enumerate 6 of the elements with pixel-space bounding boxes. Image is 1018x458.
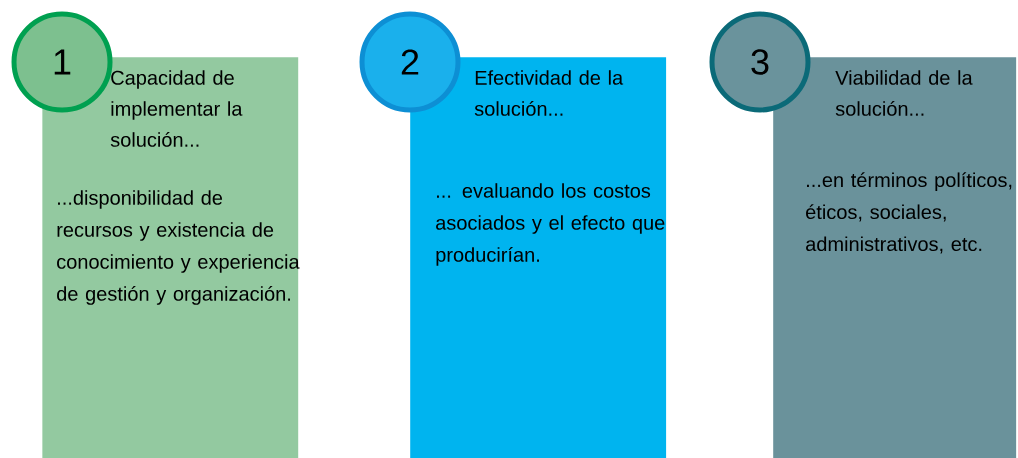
body-text: ...en términos políticos, éticos, sociales, administrativos, etc. <box>806 172 1012 254</box>
heading: Viabilidad de la solución... <box>835 70 973 116</box>
heading: Capacidad de implementar la solución... <box>110 70 243 147</box>
body-text: ...disponibilidad de recursos y existencia de conocimiento y experiencia de gestión y organización. <box>57 190 300 305</box>
heading: Efectividad de la solución... <box>474 70 624 116</box>
body-text: ... evaluando los costos asociados y el efecto que producirían. <box>436 183 665 266</box>
